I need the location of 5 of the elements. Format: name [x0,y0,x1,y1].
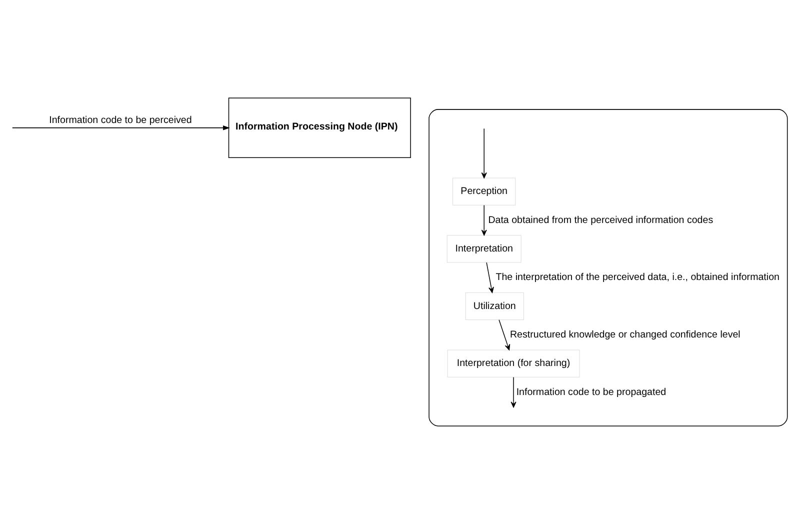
edge-label: Information code to be propagated [516,386,666,398]
edge-label: Information code to be perceived [49,114,192,126]
edge-label: Data obtained from the perceived information codes [488,214,714,226]
edge-label: The interpretation of the perceived data, i.e., obtained information [496,272,780,283]
edge-label: Restructured knowledge or changed confidence level [510,328,740,340]
